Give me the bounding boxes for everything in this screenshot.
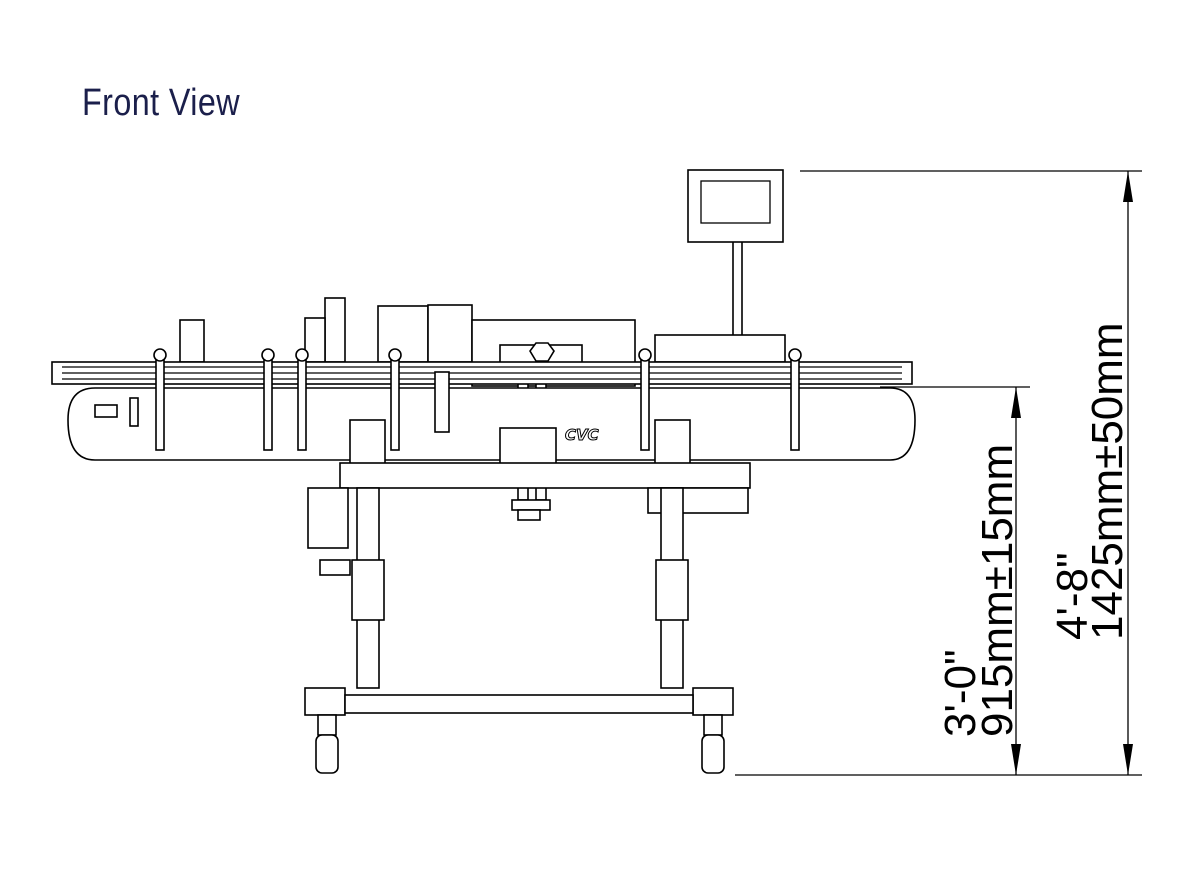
stand-frame [304,487,734,716]
conveyor-height-dimension [880,386,1030,775]
view-title: Front View [82,82,241,124]
overall-height-metric: 1425mm±50mm [1083,322,1132,640]
touchscreen-panel [687,169,784,363]
casters [315,714,725,774]
conveyor [51,361,916,461]
conveyor-height-imperial: 3'-0" [936,649,985,737]
overall-height-dimension [735,170,1142,776]
overall-height-imperial: 4'-8" [1048,552,1097,640]
brand-logo: CVC [565,426,599,444]
conveyor-height-metric: 915mm±15mm [973,444,1022,737]
labeler-head: CVC [307,419,751,549]
bottle-clamps [153,348,802,451]
